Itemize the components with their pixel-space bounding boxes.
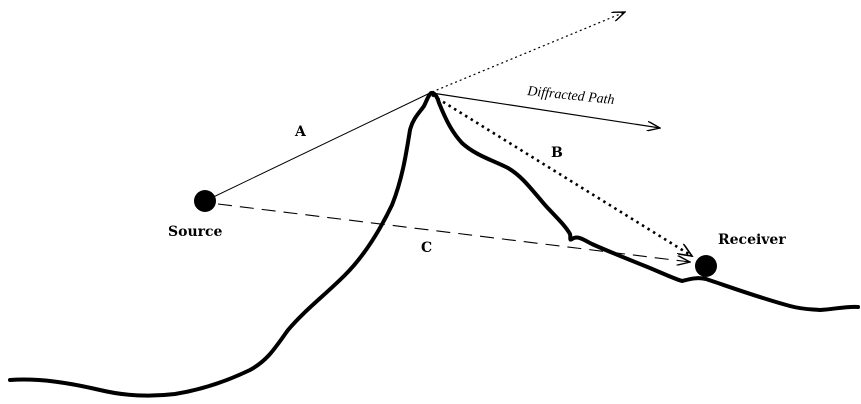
path-a-line [205,93,430,201]
extended-ray-arrow [432,12,625,92]
diffracted-path-label: Diffracted Path [526,84,616,108]
path-b-label: B [551,145,563,161]
source-label: Source [168,224,223,240]
path-b-arrow [432,95,692,256]
path-c-label: C [421,240,432,256]
receiver-point [695,255,717,277]
receiver-label: Receiver [718,232,786,248]
path-a-label: A [294,124,307,140]
source-point [194,190,216,212]
path-c-line [218,204,690,262]
